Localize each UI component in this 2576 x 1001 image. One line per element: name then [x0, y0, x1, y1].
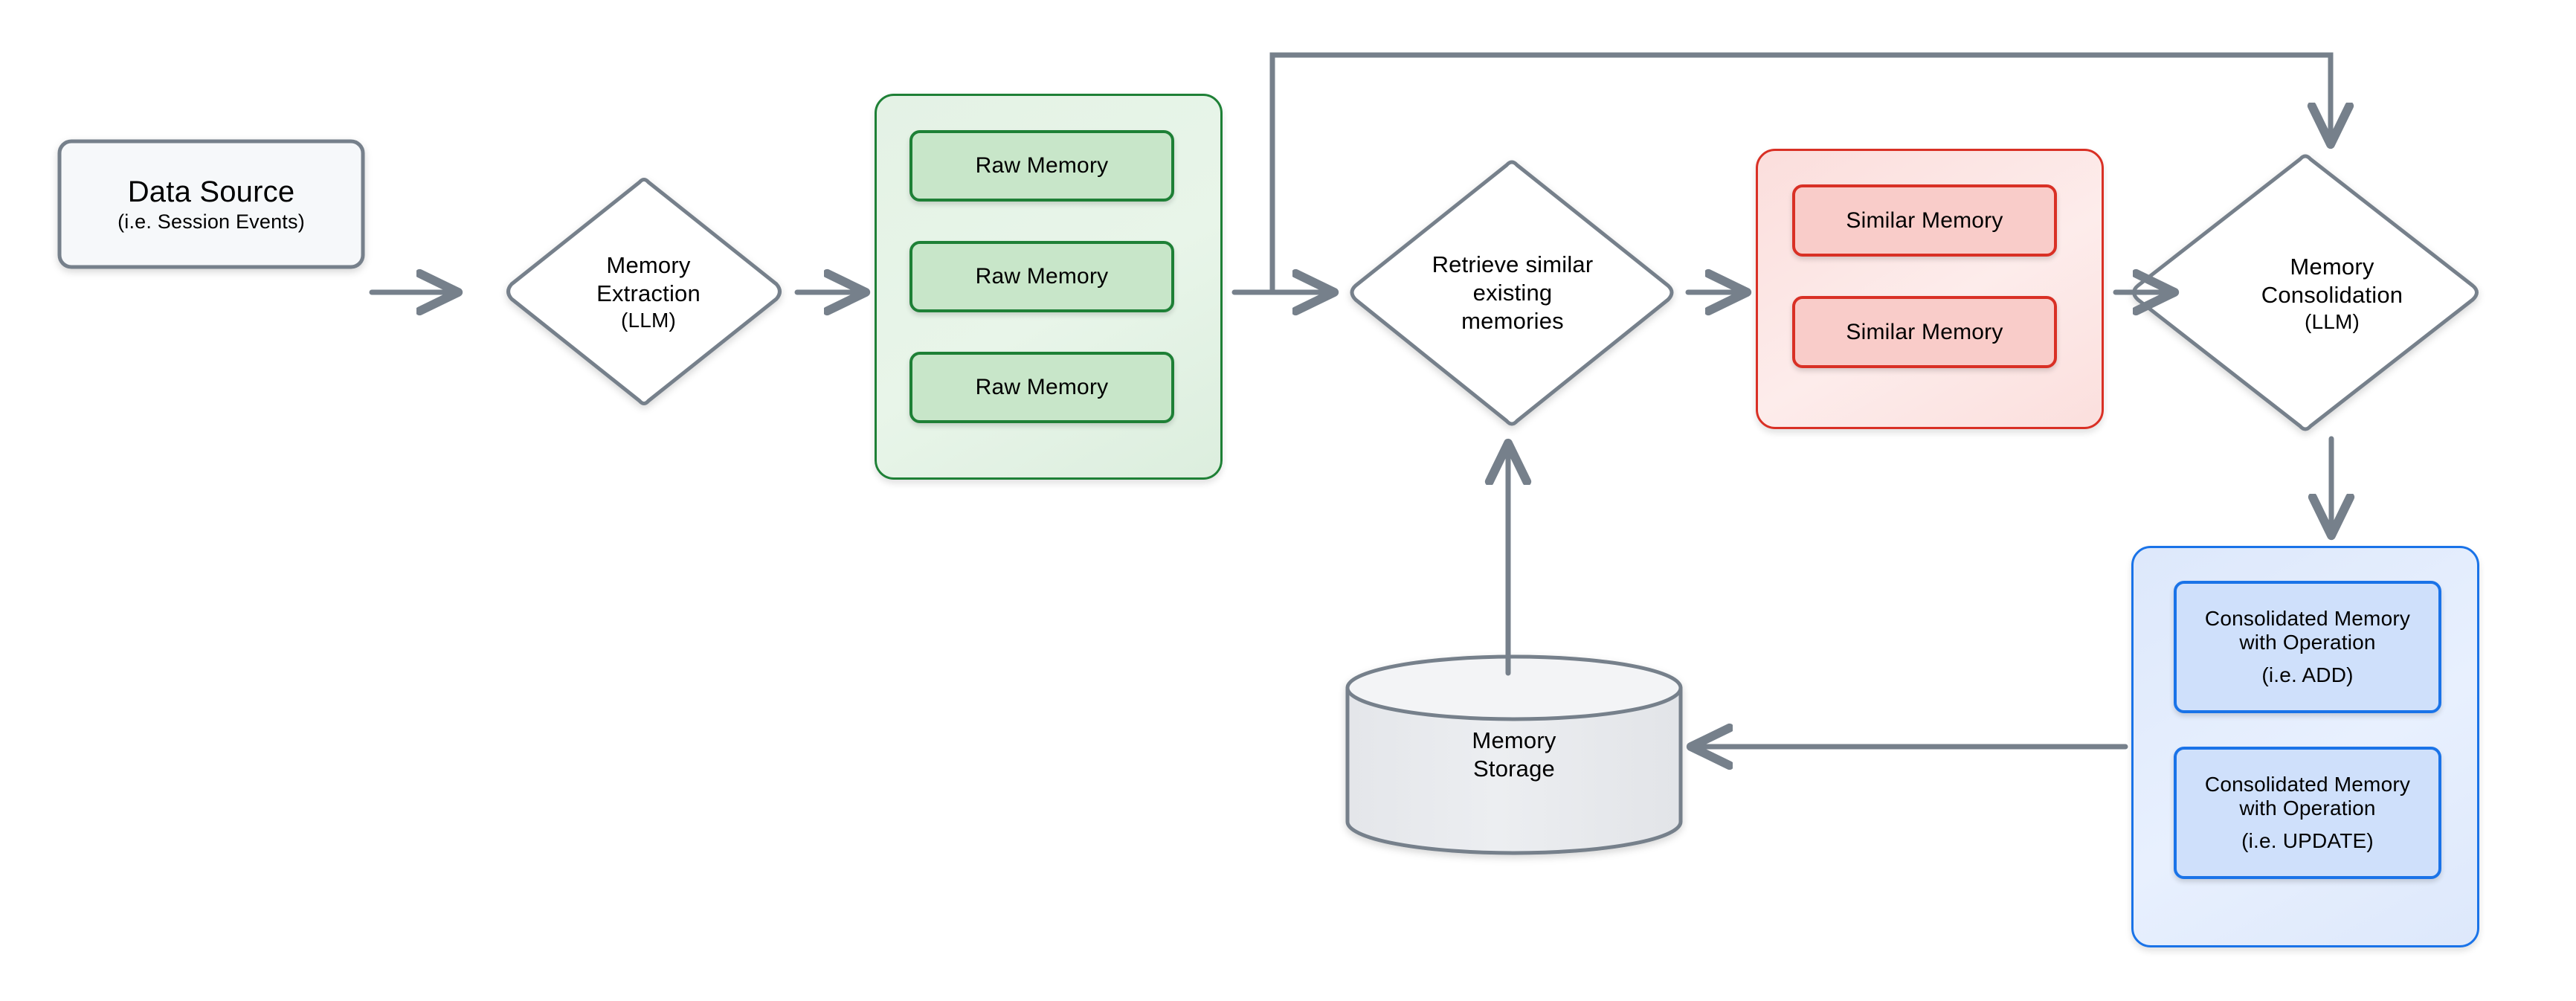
raw-memory-item-3-label: Raw Memory: [975, 375, 1109, 399]
similar-memory-item-2[interactable]: Similar Memory: [1792, 296, 2057, 368]
raw-memory-item-2-label: Raw Memory: [975, 264, 1109, 289]
raw-memory-item-2[interactable]: Raw Memory: [909, 241, 1174, 312]
similar-memory-item-1[interactable]: Similar Memory: [1792, 184, 2057, 257]
consolidated-memory-update-line2: with Operation: [2239, 796, 2376, 820]
similar-memory-item-2-label: Similar Memory: [1846, 319, 2003, 344]
raw-memory-item-1[interactable]: Raw Memory: [909, 130, 1174, 202]
consolidated-memory-group[interactable]: Consolidated Memory with Operation (i.e.…: [2131, 546, 2479, 947]
retrieve-similar-shape[interactable]: [1350, 160, 1674, 426]
consolidated-memory-item-add[interactable]: Consolidated Memory with Operation (i.e.…: [2174, 581, 2441, 713]
raw-memory-item-3[interactable]: Raw Memory: [909, 352, 1174, 423]
consolidated-memory-update-line1: Consolidated Memory: [2204, 773, 2411, 796]
consolidated-memory-add-subtitle: (i.e. ADD): [2261, 663, 2354, 686]
memory-consolidation-shape[interactable]: [2132, 154, 2479, 431]
similar-memory-group[interactable]: Similar Memory Similar Memory: [1756, 149, 2104, 429]
consolidated-memory-add-line1: Consolidated Memory: [2204, 607, 2411, 630]
similar-memory-item-1-label: Similar Memory: [1846, 207, 2003, 233]
memory-storage-shape[interactable]: [1345, 654, 1683, 855]
memory-extraction-shape[interactable]: [506, 178, 782, 405]
consolidated-memory-item-update[interactable]: Consolidated Memory with Operation (i.e.…: [2174, 747, 2441, 879]
consolidated-memory-update-subtitle: (i.e. UPDATE): [2241, 829, 2374, 852]
consolidated-memory-add-line2: with Operation: [2239, 631, 2376, 654]
raw-memory-group[interactable]: Raw Memory Raw Memory Raw Memory: [875, 94, 1223, 480]
raw-memory-item-1-label: Raw Memory: [975, 153, 1109, 178]
edge-raw-memory-top-loop-to-consolidation: [1269, 52, 2331, 295]
data-source-shape[interactable]: [57, 139, 365, 269]
